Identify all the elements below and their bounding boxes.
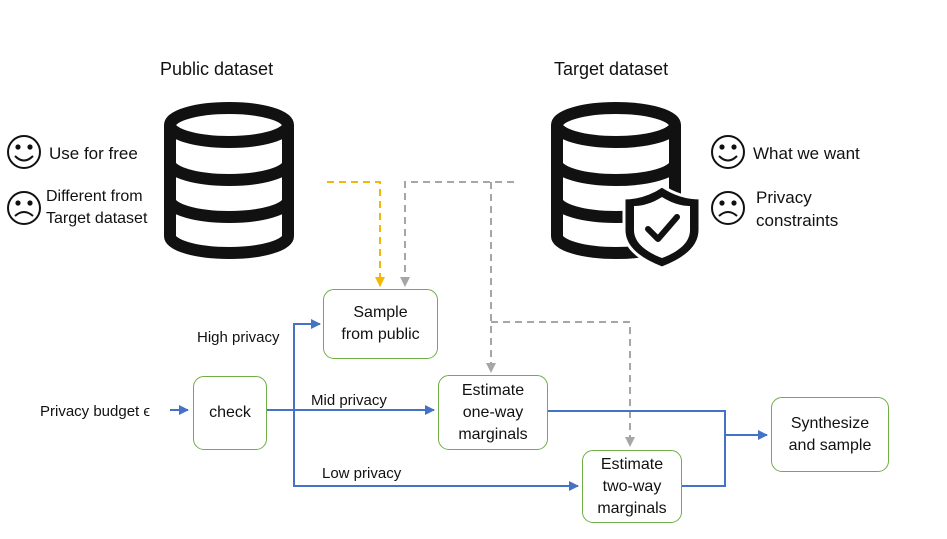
target-smile-icon (711, 135, 745, 169)
two-way-to-synthesize-edge (682, 435, 726, 487)
public-to-sample-edge (327, 181, 385, 287)
synthesize-node: Synthesize and sample (771, 397, 889, 472)
sample-from-public-label: Sample from public (341, 304, 420, 343)
one-way-marginals-label: Estimate one-way marginals (458, 381, 528, 443)
target-dataset-title: Target dataset (554, 59, 669, 79)
public-smile-icon (7, 135, 41, 169)
check-to-sample-edge (267, 319, 321, 411)
public-cons-line1: Different from (46, 188, 143, 205)
high-privacy-label: High privacy (197, 329, 280, 346)
target-frown-icon (711, 191, 745, 225)
public-database-icon (164, 102, 294, 259)
public-dataset-title: Public dataset (160, 59, 274, 79)
check-node-label: check (209, 404, 251, 421)
check-to-two-way-edge (293, 410, 579, 491)
sample-from-public-node: Sample from public (323, 289, 438, 359)
target-cons-line1: Privacy (756, 188, 812, 207)
synthesize-label: Synthesize and sample (788, 414, 872, 454)
target-pros-label: What we want (753, 144, 860, 163)
public-pros-label: Use for free (49, 144, 138, 163)
low-privacy-label: Low privacy (322, 465, 402, 482)
public-cons-line2: Target dataset (46, 210, 148, 227)
shield-check-icon (622, 184, 702, 270)
one-way-marginals-node: Estimate one-way marginals (438, 375, 548, 450)
target-to-two-way-edge (491, 321, 635, 447)
two-way-marginals-node: Estimate two-way marginals (582, 450, 682, 523)
mid-privacy-label: Mid privacy (311, 392, 387, 409)
target-to-sample-edge (400, 181, 514, 287)
one-way-to-synthesize-edge (548, 410, 768, 440)
check-node: check (193, 376, 267, 450)
privacy-budget-label: Privacy budget ϵ (40, 403, 151, 420)
target-cons-line2: constraints (756, 211, 839, 230)
two-way-marginals-label: Estimate two-way marginals (597, 455, 667, 517)
public-frown-icon (7, 191, 41, 225)
